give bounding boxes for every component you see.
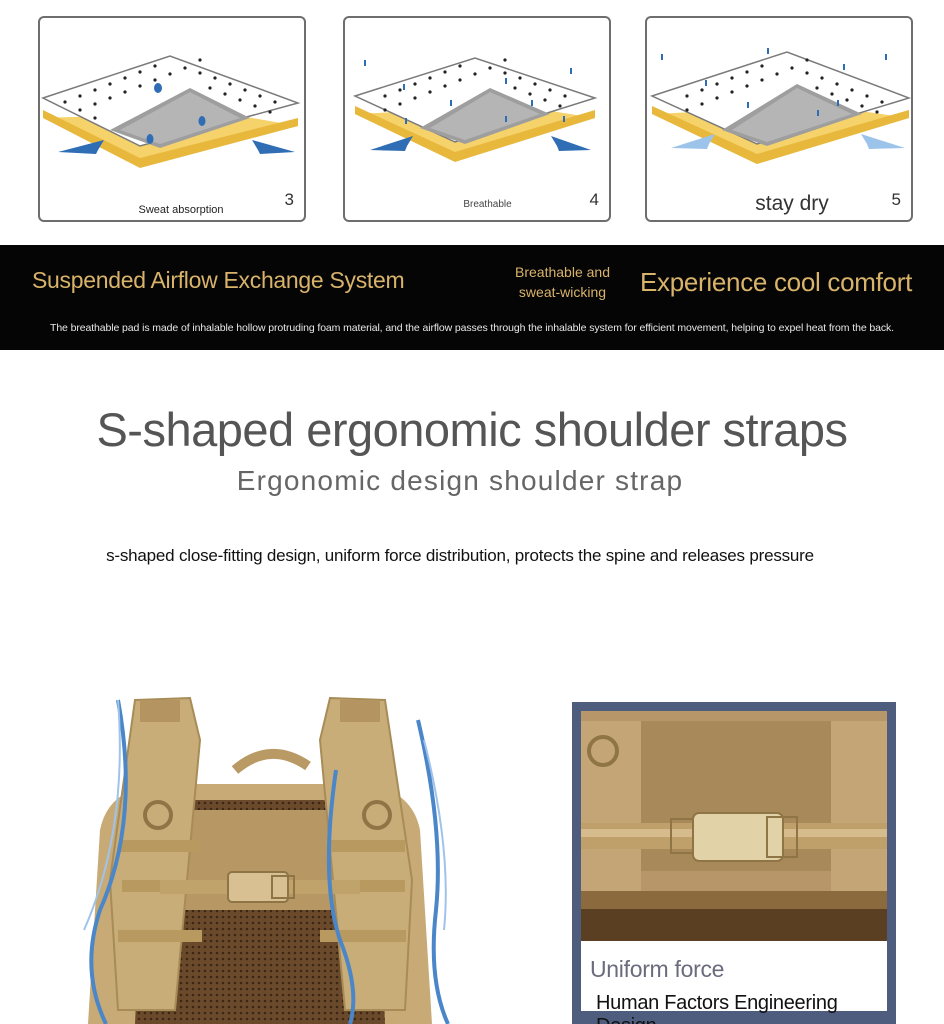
panel-caption: Breathable xyxy=(463,199,512,210)
banner-left-title: Suspended Airflow Exchange System xyxy=(32,267,405,293)
banner-middle-title: Breathable and sweat-wicking xyxy=(515,264,610,300)
chest-strap-inset: Uniform force Human Factors Engineering … xyxy=(572,702,896,1024)
banner-description: The breathable pad is made of inhalable … xyxy=(50,322,894,334)
panel-caption: stay dry xyxy=(755,192,829,215)
section-subtitle: Ergonomic design shoulder strap xyxy=(236,465,684,496)
airflow-banner: Suspended Airflow Exchange System Breath… xyxy=(0,245,944,350)
stay-dry-panel: stay dry 5 xyxy=(645,16,913,222)
stay-dry-illustration xyxy=(649,48,911,164)
inset-label-secondary: Human Factors Engineering Design xyxy=(596,992,838,1024)
section-title: S-shaped ergonomic shoulder straps xyxy=(96,403,848,456)
backpack-back-image xyxy=(83,696,450,1024)
sweat-absorption-panel: Sweat absorption 3 xyxy=(38,16,306,222)
sweat-absorption-illustration xyxy=(41,55,301,168)
breathable-panel: Breathable 4 xyxy=(343,16,611,222)
panel-number: 3 xyxy=(284,190,294,209)
panel-number: 4 xyxy=(589,190,599,209)
breathable-illustration xyxy=(352,57,598,162)
banner-right-title: Experience cool comfort xyxy=(639,267,912,297)
chest-buckle-image xyxy=(581,711,887,1011)
panel-number: 5 xyxy=(891,190,901,209)
panel-caption: Sweat absorption xyxy=(138,204,224,216)
section-description: s-shaped close-fitting design, uniform f… xyxy=(106,546,814,565)
inset-label-primary: Uniform force xyxy=(590,956,725,982)
